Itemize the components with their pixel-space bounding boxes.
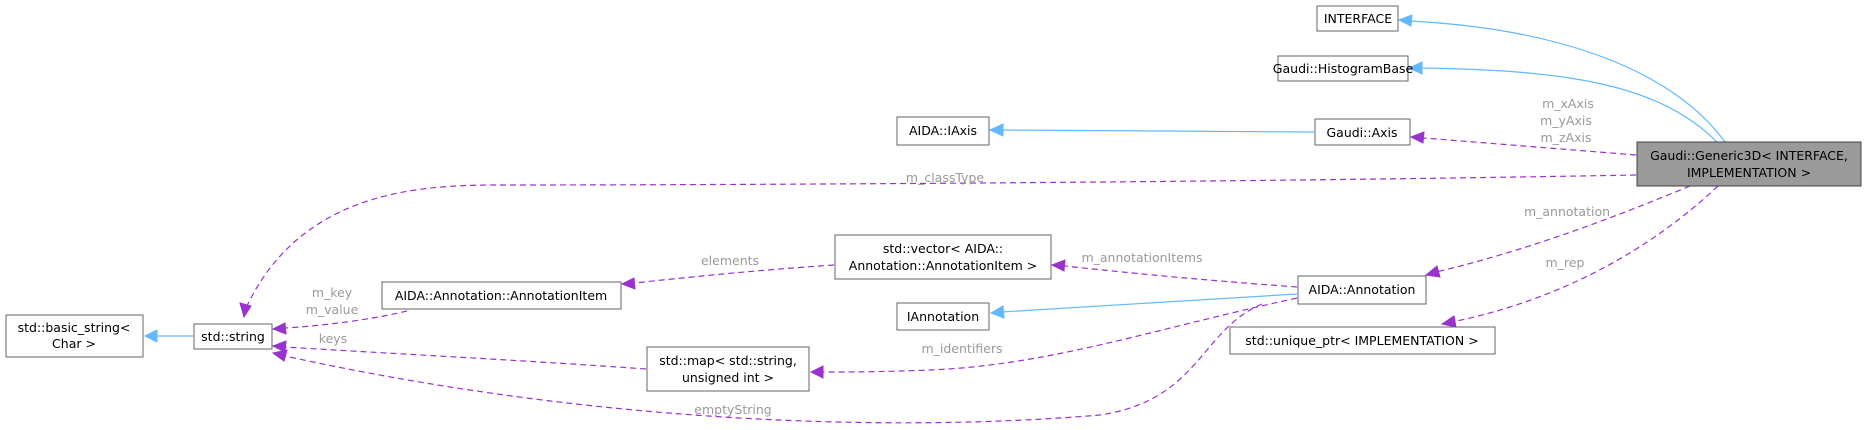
edge-annotation-vector	[1064, 265, 1298, 288]
svg-text:Gaudi::HistogramBase: Gaudi::HistogramBase	[1273, 61, 1414, 76]
svg-text:IAnnotation: IAnnotation	[907, 309, 979, 324]
svg-text:std::vector< AIDA::: std::vector< AIDA::	[883, 241, 1003, 256]
edge-generic3d-annotation	[1435, 185, 1691, 273]
arrowhead-uniqueptr	[1440, 315, 1457, 328]
arrowhead-interface	[1397, 14, 1413, 27]
edge-label-rep: m_rep	[1546, 255, 1585, 270]
node-std-string[interactable]: std::string	[193, 323, 273, 350]
edge-generic3d-uniqueptr	[1451, 185, 1719, 323]
node-annotation-item[interactable]: AIDA::Annotation::AnnotationItem	[381, 281, 622, 310]
svg-text:INTERFACE: INTERFACE	[1324, 11, 1392, 26]
node-generic3d[interactable]: Gaudi::Generic3D< INTERFACE, IMPLEMENTAT…	[1636, 141, 1862, 187]
edge-generic3d-string	[244, 174, 1637, 311]
edge-generic3d-axis	[1423, 137, 1637, 156]
svg-text:AIDA::Annotation::AnnotationIt: AIDA::Annotation::AnnotationItem	[395, 288, 607, 303]
edge-annotation-string	[284, 303, 1263, 424]
edge-map-string	[284, 346, 647, 370]
svg-text:Annotation::AnnotationItem >: Annotation::AnnotationItem >	[849, 258, 1037, 273]
edge-label-value: m_value	[306, 302, 359, 317]
edge-label-annotation: m_annotation	[1524, 204, 1610, 219]
arrowhead-map	[809, 365, 824, 379]
node-vector-annotation-item[interactable]: std::vector< AIDA:: Annotation::Annotati…	[834, 234, 1052, 280]
edge-axis-iaxis	[1001, 129, 1315, 133]
edge-generic3d-histogrambase	[1419, 67, 1718, 143]
edge-label-annotation-items: m_annotationItems	[1081, 250, 1202, 265]
edge-label-empty-string: emptyString	[694, 402, 771, 417]
node-aida-annotation[interactable]: AIDA::Annotation	[1297, 275, 1427, 305]
node-std-map[interactable]: std::map< std::string, unsigned int >	[646, 346, 810, 392]
edge-label-x-axis: m_xAxis	[1542, 96, 1594, 111]
svg-text:AIDA::IAxis: AIDA::IAxis	[909, 123, 977, 138]
arrowhead-vector	[1050, 259, 1066, 272]
edge-annotation-map	[822, 297, 1298, 373]
arrowhead-basicstring	[143, 329, 158, 343]
arrowhead-annotation	[1424, 265, 1441, 278]
arrowhead-iannotation	[989, 305, 1005, 319]
svg-text:std::basic_string<: std::basic_string<	[18, 320, 131, 335]
svg-text:Gaudi::Axis: Gaudi::Axis	[1326, 125, 1397, 140]
svg-text:std::string: std::string	[201, 329, 265, 344]
edge-vector-annotationitem	[633, 264, 835, 284]
edge-label-elements: elements	[701, 253, 759, 268]
node-basic-string[interactable]: std::basic_string< Char >	[5, 314, 144, 358]
svg-text:std::unique_ptr< IMPLEMENTATIO: std::unique_ptr< IMPLEMENTATION >	[1245, 333, 1478, 348]
edge-label-y-axis: m_yAxis	[1540, 113, 1592, 128]
edge-annotation-iannotation	[1001, 293, 1298, 313]
edge-label-keys: keys	[319, 331, 347, 346]
edge-annotationitem-string	[284, 310, 408, 329]
node-unique-ptr[interactable]: std::unique_ptr< IMPLEMENTATION >	[1229, 326, 1496, 355]
node-interface[interactable]: INTERFACE	[1316, 5, 1399, 32]
arrowhead-string-keys	[271, 340, 287, 353]
svg-text:unsigned int >: unsigned int >	[682, 370, 774, 385]
arrowhead-histogrambase	[1407, 61, 1423, 75]
svg-text:AIDA::Annotation: AIDA::Annotation	[1309, 282, 1416, 297]
svg-text:IMPLEMENTATION >: IMPLEMENTATION >	[1687, 165, 1811, 180]
edge-generic3d-interface	[1409, 20, 1726, 143]
arrowhead-string-classtype	[239, 302, 252, 319]
edge-label-z-axis: m_zAxis	[1541, 130, 1592, 145]
node-aida-iaxis[interactable]: AIDA::IAxis	[896, 116, 990, 146]
edge-label-key: m_key	[312, 285, 353, 300]
node-iannotation[interactable]: IAnnotation	[896, 302, 990, 331]
arrowhead-axis	[1409, 131, 1425, 144]
edge-label-identifiers: m_identifiers	[921, 341, 1002, 356]
arrowhead-string-keyvalue	[271, 322, 287, 335]
svg-text:Gaudi::Generic3D< INTERFACE,: Gaudi::Generic3D< INTERFACE,	[1650, 148, 1848, 163]
edge-label-class-type: m_classType	[906, 170, 984, 185]
node-gaudi-axis[interactable]: Gaudi::Axis	[1314, 118, 1411, 146]
arrowhead-annotationitem	[620, 277, 636, 290]
svg-text:Char >: Char >	[52, 336, 96, 351]
node-histogram-base[interactable]: Gaudi::HistogramBase	[1273, 55, 1414, 82]
arrowhead-string-emptystring	[271, 349, 288, 362]
svg-text:std::map< std::string,: std::map< std::string,	[659, 353, 797, 368]
arrowhead-iaxis	[988, 123, 1004, 137]
